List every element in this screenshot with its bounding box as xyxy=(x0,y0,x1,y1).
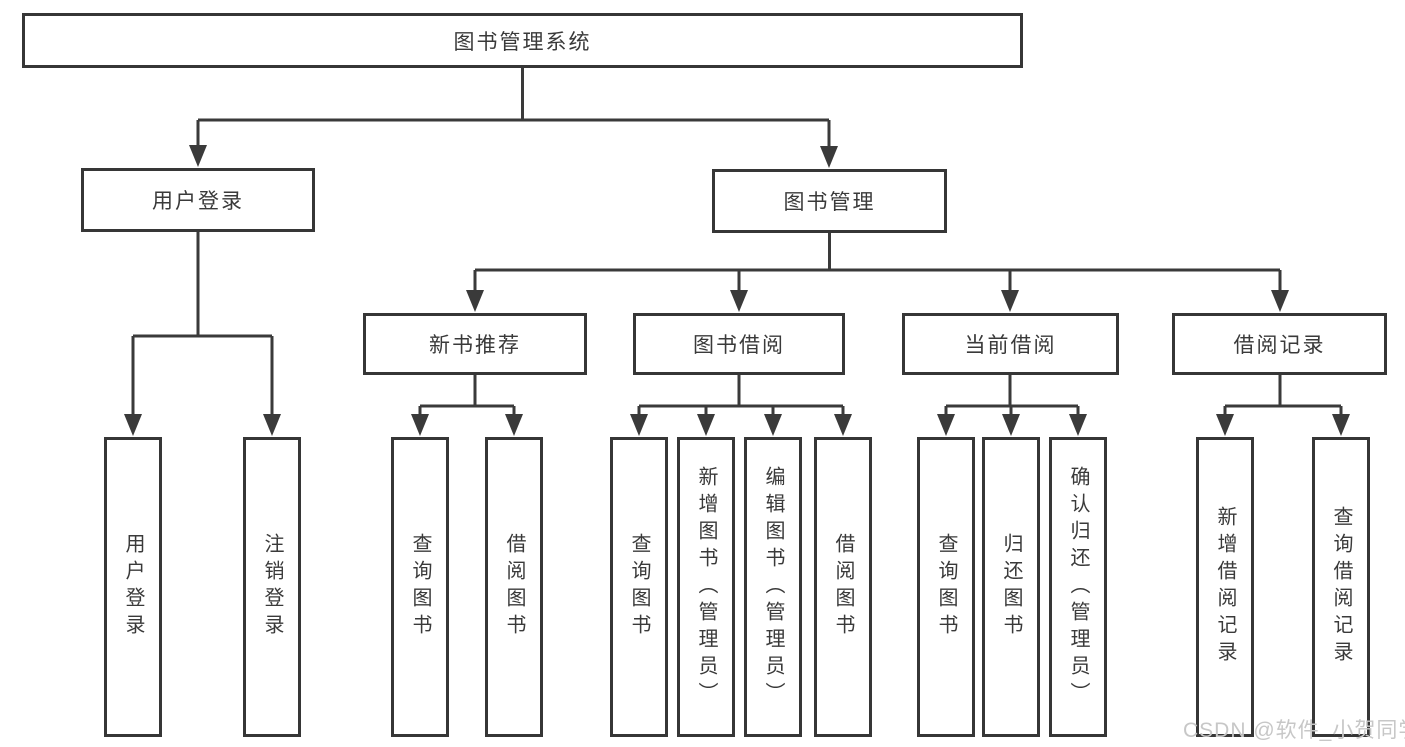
node-new-book-recommend: 新书推荐 xyxy=(363,313,587,375)
node-current-borrowing: 当前借阅 xyxy=(902,313,1119,375)
leaf-query-books-newbook: 查询图书 xyxy=(391,437,449,737)
arrowheads xyxy=(124,145,1350,436)
leaf-query-books-current: 查询图书 xyxy=(917,437,975,737)
leaf-add-borrow-record: 新增借阅记录 xyxy=(1196,437,1254,737)
leaf-user-login: 用户登录 xyxy=(104,437,162,737)
node-book-borrowing: 图书借阅 xyxy=(633,313,845,375)
node-book-management: 图书管理 xyxy=(712,169,947,233)
node-user-login: 用户登录 xyxy=(81,168,315,232)
leaf-query-borrow-record: 查询借阅记录 xyxy=(1312,437,1370,737)
leaf-return-books: 归还图书 xyxy=(982,437,1040,737)
node-borrow-records: 借阅记录 xyxy=(1172,313,1387,375)
leaf-add-books-admin: 新增图书（管理员） xyxy=(677,437,735,737)
leaf-logout: 注销登录 xyxy=(243,437,301,737)
leaf-borrow-books: 借阅图书 xyxy=(814,437,872,737)
node-library-system-root: 图书管理系统 xyxy=(22,13,1023,68)
csdn-watermark: CSDN @软件_小贺同学 xyxy=(1183,719,1405,742)
leaf-query-books-borrow: 查询图书 xyxy=(610,437,668,737)
leaf-edit-books-admin: 编辑图书（管理员） xyxy=(744,437,802,737)
connector-paths xyxy=(131,68,1343,419)
leaf-borrow-books-newbook: 借阅图书 xyxy=(485,437,543,737)
leaf-confirm-return-admin: 确认归还（管理员） xyxy=(1049,437,1107,737)
